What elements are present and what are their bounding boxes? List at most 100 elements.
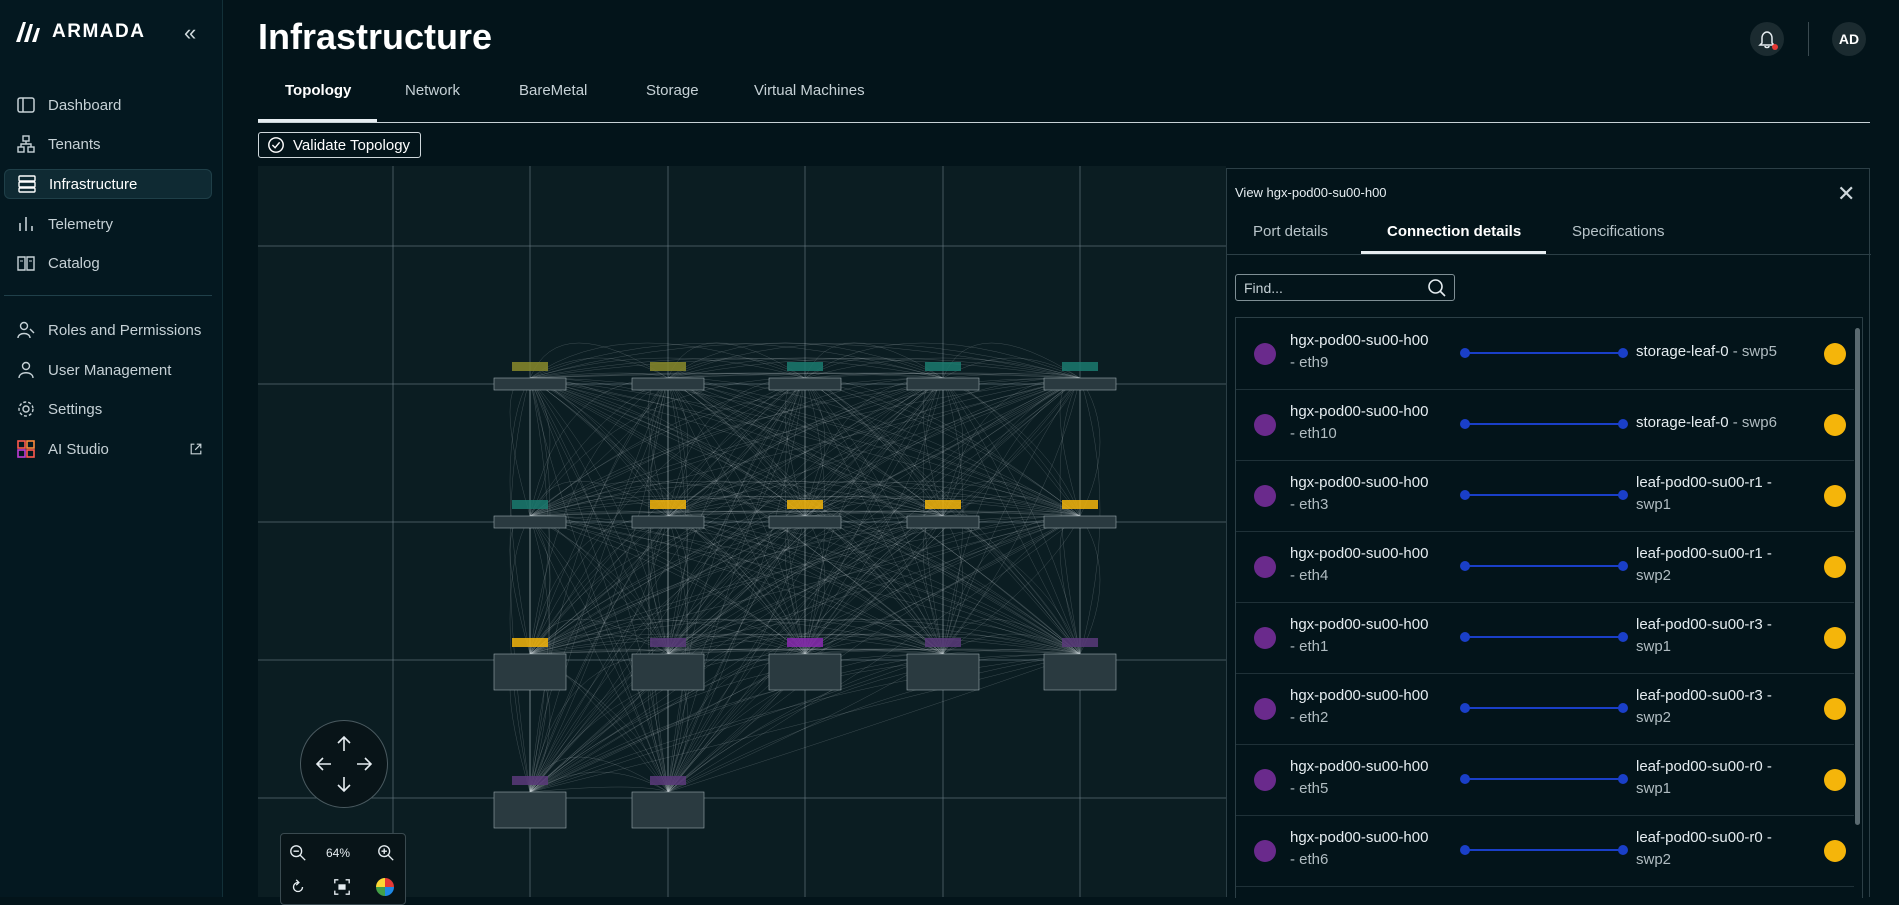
target-node-dot [1824,769,1846,791]
target-endpoint: leaf-pod00-su00-r1 -swp1 [1636,472,1816,516]
source-endpoint: hgx-pod00-su00-h00- eth4 [1290,543,1428,587]
connection-row[interactable]: hgx-pod00-su00-h00- eth4 leaf-pod00-su00-… [1236,531,1854,603]
sidebar-item-label: User Management [48,361,172,379]
sidebar-item-label: Infrastructure [49,175,138,193]
pan-control[interactable] [300,720,388,808]
external-link-icon [190,443,202,455]
bell-icon [1758,31,1776,49]
tab-virtual-machines[interactable]: Virtual Machines [754,82,865,99]
pan-arrows [315,735,373,793]
tab-specifications[interactable]: Specifications [1572,223,1665,240]
sidebar-item-tenants[interactable]: Tenants [4,129,212,159]
source-port: - eth5 [1290,780,1329,797]
zoom-controls: 64% [280,833,406,905]
dashboard-icon [17,97,35,113]
sidebar: ARMADA « Dashboard Tenants Infrastructur… [0,0,223,897]
connection-row[interactable]: hgx-pod00-su00-h00- eth3 leaf-pod00-su00-… [1236,460,1854,532]
arrow-up-icon [337,735,351,751]
close-icon[interactable]: ✕ [1837,181,1856,206]
tab-connection-details[interactable]: Connection details [1387,223,1522,240]
search-icon[interactable] [1427,278,1447,298]
source-node-dot [1254,485,1276,507]
connection-list[interactable]: hgx-pod00-su00-h00 - eth9 storage-leaf-0 -… [1235,317,1863,898]
connection-row[interactable]: hgx-pod00-su00-h00- eth5 leaf-pod00-su00-… [1236,744,1854,816]
sidebar-item-catalog[interactable]: Catalog [4,248,212,278]
topology-canvas[interactable] [258,166,1226,897]
target-node: leaf-pod00-su00-r3 - [1636,687,1772,704]
topology-graph[interactable] [258,166,1226,897]
tab-storage[interactable]: Storage [646,82,699,99]
sidebar-item-label: Dashboard [48,96,122,114]
armada-logo-icon [16,22,40,42]
validate-topology-button[interactable]: Validate Topology [258,132,422,158]
connection-link [1460,419,1628,429]
brand-logo[interactable]: ARMADA [14,20,145,44]
scrollbar[interactable] [1855,328,1860,825]
page-title: Infrastructure [258,16,493,57]
source-node: hgx-pod00-su00-h00 [1290,332,1429,349]
tab-network[interactable]: Network [405,82,461,99]
target-endpoint: leaf-pod00-su00-r1 - swp2 [1636,543,1816,587]
main-tabs: Topology Network BareMetal Storage Virtu… [258,80,1870,123]
source-node-dot [1254,556,1276,578]
source-node-dot [1254,414,1276,436]
target-port: swp2 [1636,567,1672,584]
target-node-dot [1824,698,1846,720]
sidebar-item-label: Tenants [48,135,101,153]
notification-dot [1772,44,1778,50]
sidebar-item-user-management[interactable]: User Management [4,355,212,385]
source-port: - eth9 [1290,354,1329,371]
active-panel-tab-indicator [1361,251,1546,254]
tab-port-details[interactable]: Port details [1253,223,1329,240]
target-port: - swp6 [1732,414,1777,431]
target-endpoint: leaf-pod00-su00-r3 -swp1 [1636,614,1816,658]
find-input[interactable] [1235,274,1455,301]
sidebar-item-settings[interactable]: Settings [4,394,212,424]
source-endpoint: hgx-pod00-su00-h00- eth5 [1290,756,1428,800]
source-node: hgx-pod00-su00-h00 [1290,616,1429,633]
chart-icon [19,217,33,231]
target-port: - swp5 [1732,343,1777,360]
connection-link [1460,774,1628,784]
tab-topology[interactable]: Topology [285,82,352,99]
avatar[interactable]: AD [1832,22,1866,56]
tab-baremetal[interactable]: BareMetal [519,82,588,99]
source-node: hgx-pod00-su00-h00 [1290,829,1429,846]
collapse-sidebar-icon[interactable]: « [184,20,197,45]
zoom-out-icon[interactable] [289,844,307,862]
source-node: hgx-pod00-su00-h00 [1290,474,1429,491]
source-endpoint: hgx-pod00-su00-h00- eth3 [1290,472,1428,516]
user-icon [18,361,34,379]
target-node: leaf-pod00-su00-r1 - [1636,545,1772,562]
source-node-dot [1254,627,1276,649]
sidebar-item-telemetry[interactable]: Telemetry [4,209,212,239]
sidebar-item-infrastructure[interactable]: Infrastructure [4,169,212,199]
target-port: swp1 [1636,780,1672,797]
color-legend-icon[interactable] [375,877,395,897]
connection-link [1460,490,1628,500]
target-node: storage-leaf-0 [1636,414,1729,431]
target-node: leaf-pod00-su00-r0 - [1636,758,1772,775]
source-node-dot [1254,698,1276,720]
reset-icon[interactable] [289,878,307,896]
fit-screen-icon[interactable] [333,878,351,896]
notification-button[interactable] [1750,22,1784,56]
target-node-dot [1824,627,1846,649]
sidebar-item-dashboard[interactable]: Dashboard [4,90,212,120]
target-port: swp1 [1636,638,1672,655]
source-port: - eth6 [1290,851,1329,868]
sidebar-item-label: Roles and Permissions [48,321,202,339]
sidebar-item-roles[interactable]: Roles and Permissions [4,315,212,345]
header-divider [1808,22,1809,56]
tenants-icon [17,135,35,153]
sidebar-item-ai-studio[interactable]: AI Studio [4,434,212,464]
zoom-in-icon[interactable] [377,844,395,862]
target-node-dot [1824,343,1846,365]
target-node-dot [1824,414,1846,436]
check-circle-icon [268,137,284,153]
